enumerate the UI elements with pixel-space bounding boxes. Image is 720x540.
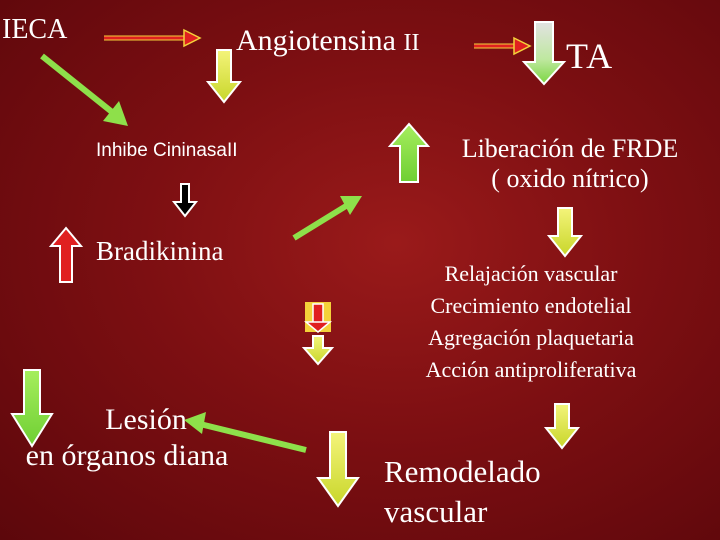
remodelado-line-2: vascular xyxy=(384,494,488,529)
node-lesion: Lesión en órganos diana xyxy=(0,402,262,474)
effects-list: Relajación vascular Crecimiento endoteli… xyxy=(374,258,688,386)
lesion-line-2: en órganos diana xyxy=(25,439,229,472)
liberacion-line-2: ( oxido nítrico) xyxy=(491,163,649,193)
arrow-up-red-icon xyxy=(48,226,84,283)
node-inhibe-cininasa: Inhibe CininasaII xyxy=(96,140,238,161)
effect-item: Agregación plaquetaria xyxy=(428,325,634,350)
remodelado-line-1: Remodelado xyxy=(384,454,541,489)
arrow-down-gray-green-icon xyxy=(521,21,567,86)
arrow-down-yellow-icon xyxy=(543,403,581,450)
node-ta: TA xyxy=(566,36,614,76)
node-remodelado: Remodelado vascular xyxy=(384,452,541,532)
node-bradikinina: Bradikinina xyxy=(96,236,224,266)
arrow-down-yellow-icon xyxy=(316,431,360,508)
arrow-down-green-icon xyxy=(10,369,54,448)
lesion-line-1: Lesión xyxy=(105,403,187,436)
angiotensina-sub-label: II xyxy=(403,30,420,56)
arrow-diagonal-green-icon xyxy=(40,53,128,126)
arrow-diagonal-green-icon xyxy=(292,196,362,241)
arrow-down-yellow-icon xyxy=(546,207,584,258)
arrow-down-red-yellow-icon xyxy=(301,302,335,366)
node-liberacion-frde: Liberación de FRDE ( oxido nítrico) xyxy=(420,134,720,194)
effect-item: Acción antiproliferativa xyxy=(425,357,637,382)
arrow-down-black-icon xyxy=(171,183,199,218)
node-ieca: IECA xyxy=(2,14,68,45)
arrow-diagonal-green-icon xyxy=(184,412,307,453)
angiotensina-label: Angiotensina xyxy=(236,24,396,57)
arrow-down-yellow-icon xyxy=(205,49,243,104)
liberacion-line-1: Liberación de FRDE xyxy=(461,134,679,163)
effect-item: Relajación vascular xyxy=(444,261,618,286)
effect-item: Crecimiento endotelial xyxy=(430,293,632,318)
arrow-right-red-icon xyxy=(474,36,532,56)
arrow-up-green-icon xyxy=(387,122,431,183)
node-angiotensina: Angiotensina II xyxy=(236,24,419,59)
arrow-right-red-icon xyxy=(104,28,202,48)
